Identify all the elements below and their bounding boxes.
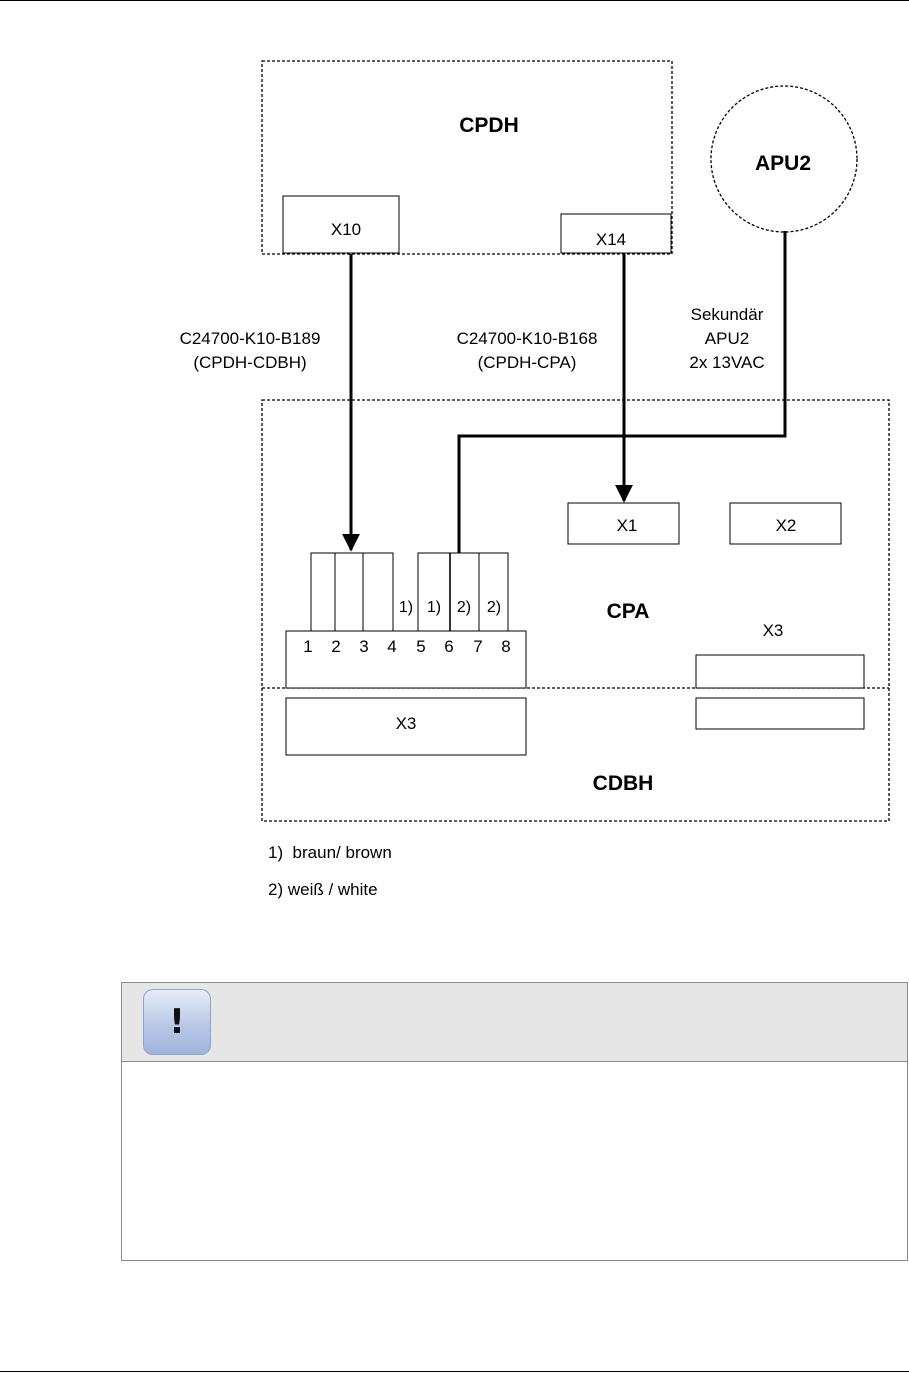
cdbh-title: CDBH (593, 772, 654, 795)
x2-label: X2 (776, 516, 797, 535)
pin-number: 6 (444, 637, 453, 656)
header-rule (0, 0, 909, 1)
cpdh-box (261, 60, 673, 255)
legend-brown: 1) braun/ brown (268, 843, 392, 862)
x14-label: X14 (596, 230, 626, 249)
cdbh-x3-secondary-connector (695, 697, 865, 730)
pin-number: 8 (501, 637, 510, 656)
wire-mark: 1) (427, 599, 441, 616)
cdbh-x3-connector (285, 697, 527, 756)
exclamation-icon: ! (143, 989, 211, 1055)
cable-b189-desc: (CPDH-CDBH) (193, 353, 306, 372)
x1-label: X1 (617, 516, 638, 535)
cpa-x3-label: X3 (763, 621, 784, 640)
apu-secondary-line2: APU2 (705, 329, 749, 348)
wire-mark: 1) (399, 599, 413, 616)
wiring-diagram: CPDH X10 X14 APU2 C24700-K10-B189 (CPDH-… (180, 60, 890, 899)
x1-connector (567, 502, 680, 545)
cpa-title: CPA (607, 600, 650, 623)
cpa-x3-connector (695, 654, 865, 689)
cable-b168-desc: (CPDH-CPA) (478, 353, 577, 372)
apu2-circle (710, 85, 858, 233)
wire-mark: 2) (457, 599, 471, 616)
notice-header: ! (122, 983, 907, 1062)
pin-number: 2 (331, 637, 340, 656)
notice-box: ! (121, 982, 908, 1261)
terminal-group-b (417, 552, 509, 632)
x10-connector (282, 195, 400, 254)
x2-connector (729, 502, 842, 545)
x10-label: X10 (331, 220, 361, 239)
wire-mark: 2) (487, 599, 501, 616)
pin-number: 3 (359, 637, 368, 656)
pin-number: 1 (303, 637, 312, 656)
cdbh-x3-label: X3 (396, 714, 417, 733)
pin-number: 7 (473, 637, 482, 656)
apu2-title: APU2 (755, 152, 811, 175)
terminal-strip (285, 630, 527, 689)
cpa-cdbh-box (261, 399, 890, 822)
terminal-group-a (310, 552, 394, 632)
apu-secondary-line1: Sekundär (691, 305, 764, 324)
x14-connector (560, 213, 672, 254)
cpdh-title: CPDH (459, 114, 519, 137)
apu-secondary-wire (457, 231, 787, 553)
apu-secondary-line3: 2x 13VAC (689, 353, 764, 372)
footer-rule (0, 1371, 909, 1372)
cable-b168-code: C24700-K10-B168 (457, 329, 598, 348)
cable-b189-code: C24700-K10-B189 (180, 329, 321, 348)
pin-number: 5 (416, 637, 425, 656)
legend-white: 2) weiß / white (268, 880, 378, 899)
pin-number: 4 (387, 637, 396, 656)
